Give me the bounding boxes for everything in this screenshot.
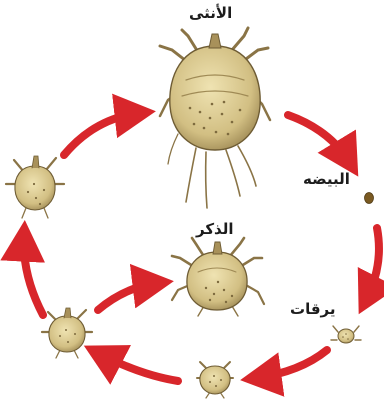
- nymph-icon: [6, 156, 64, 218]
- arrow-nymph-to-female: [64, 113, 140, 155]
- arrow-nymph-to-male: [98, 283, 158, 310]
- female-mite-icon: [160, 28, 270, 208]
- arrow-female-to-egg: [288, 115, 350, 163]
- larva-icon: [331, 326, 361, 343]
- nymph-icon: [197, 362, 233, 398]
- arrow-larvae-to-nymph: [256, 350, 327, 378]
- nymph-icon: [42, 308, 92, 358]
- arrow-nymph-to-nymph-upper: [24, 236, 43, 315]
- egg-icon: [365, 193, 374, 204]
- label-female: الأنثى: [189, 6, 232, 21]
- label-egg: البيضه: [303, 172, 350, 187]
- label-male: الذكر: [196, 222, 234, 237]
- male-mite-icon: [172, 238, 264, 316]
- arrow-egg-to-larvae: [366, 228, 379, 300]
- arrow-nymph-to-nymph: [98, 353, 178, 381]
- label-larvae: يرقات: [290, 302, 336, 317]
